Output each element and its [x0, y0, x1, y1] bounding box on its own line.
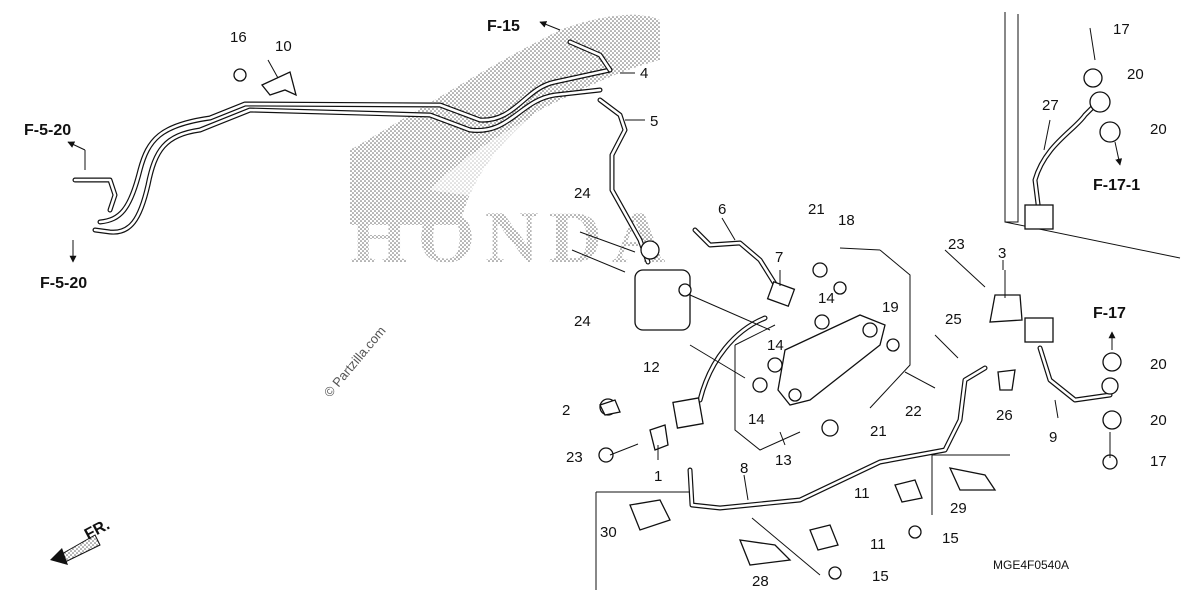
callout-24-lower: 24: [574, 313, 591, 330]
callout-17-top: 17: [1113, 21, 1130, 38]
callout-11-upper: 11: [854, 485, 870, 502]
callout-3: 3: [998, 245, 1006, 262]
ref-f15: F-15: [487, 18, 520, 35]
brake-hoses: [72, 39, 1113, 511]
callout-14-c: 14: [748, 411, 765, 428]
diagram-code: MGE4F0540A: [993, 558, 1069, 572]
callout-30: 30: [600, 524, 617, 541]
callout-10: 10: [275, 38, 292, 55]
callout-20-b: 20: [1150, 121, 1167, 138]
callout-6: 6: [718, 201, 726, 218]
parts: [233, 27, 1122, 590]
callout-15-bottom: 15: [872, 568, 889, 585]
reference-arrows: [67, 21, 1123, 350]
callout-28: 28: [752, 573, 769, 590]
callout-1: 1: [654, 468, 662, 485]
ref-f171: F-17-1: [1093, 177, 1140, 194]
callout-23-left: 23: [566, 449, 583, 466]
callout-20-c: 20: [1150, 356, 1167, 373]
ref-f520-bottom: F-5-20: [40, 275, 87, 292]
callout-22: 22: [905, 403, 922, 420]
callout-25: 25: [945, 311, 962, 328]
callout-8: 8: [740, 460, 748, 477]
leader-lines: [267, 59, 1059, 501]
front-direction-arrow: FR.: [50, 516, 113, 565]
callout-21-upper: 21: [808, 201, 825, 218]
callout-2: 2: [562, 402, 570, 419]
callout-20-d: 20: [1150, 412, 1167, 429]
callout-14-b: 14: [767, 337, 784, 354]
callout-4: 4: [640, 65, 648, 82]
callout-9: 9: [1049, 429, 1057, 446]
watermark: © Partzilla.com: [321, 323, 389, 400]
callout-20-a: 20: [1127, 66, 1144, 83]
callout-21-lower: 21: [870, 423, 887, 440]
callout-18: 18: [838, 212, 855, 229]
callout-27: 27: [1042, 97, 1059, 114]
callout-5: 5: [650, 113, 658, 130]
callout-11-lower: 11: [870, 536, 886, 553]
callout-23-right: 23: [948, 236, 965, 253]
callout-13: 13: [775, 452, 792, 469]
honda-logo-text: HONDA: [350, 197, 675, 279]
callout-12: 12: [643, 359, 660, 376]
callout-19: 19: [882, 299, 899, 316]
callout-7: 7: [775, 249, 783, 266]
callout-17-bottom: 17: [1150, 453, 1167, 470]
callout-29: 29: [950, 500, 967, 517]
master-cylinder: [634, 269, 691, 331]
callout-26: 26: [996, 407, 1013, 424]
callout-16: 16: [230, 29, 247, 46]
callout-24-upper: 24: [574, 185, 591, 202]
ref-f520-top: F-5-20: [24, 122, 71, 139]
callout-14-a: 14: [818, 290, 835, 307]
callout-15-right: 15: [942, 530, 959, 547]
honda-wing-logo: HONDA: [350, 14, 675, 279]
ref-f17: F-17: [1093, 305, 1126, 322]
